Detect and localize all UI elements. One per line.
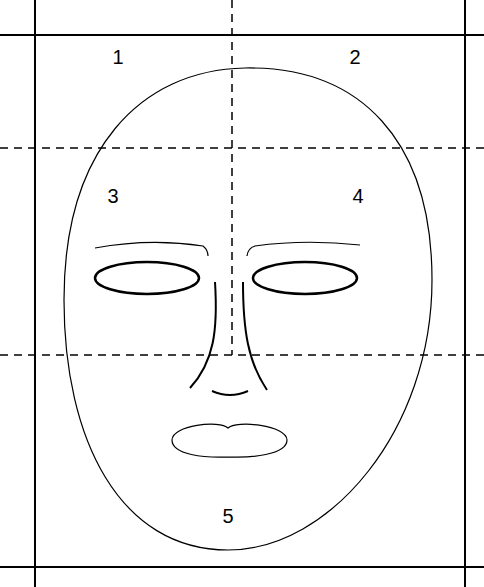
eyebrow [247,242,360,256]
dashed-divider [0,354,484,356]
region-number: 1 [112,47,123,67]
eye [253,262,357,294]
frame-line [34,0,36,587]
frame-line [0,34,484,36]
region-number: 2 [349,47,360,67]
nose-line [243,282,267,390]
dashed-divider [231,0,233,355]
region-number: 5 [222,506,233,526]
frame-line [464,0,466,587]
nose-line [190,282,216,388]
dashed-divider [0,147,484,149]
face-outline [64,68,432,550]
region-number: 3 [107,186,118,206]
nose-tip [212,391,248,395]
eyebrow [95,242,208,256]
mouth [172,424,287,457]
region-number: 4 [352,186,363,206]
frame-line [0,566,484,568]
eye [95,262,199,294]
